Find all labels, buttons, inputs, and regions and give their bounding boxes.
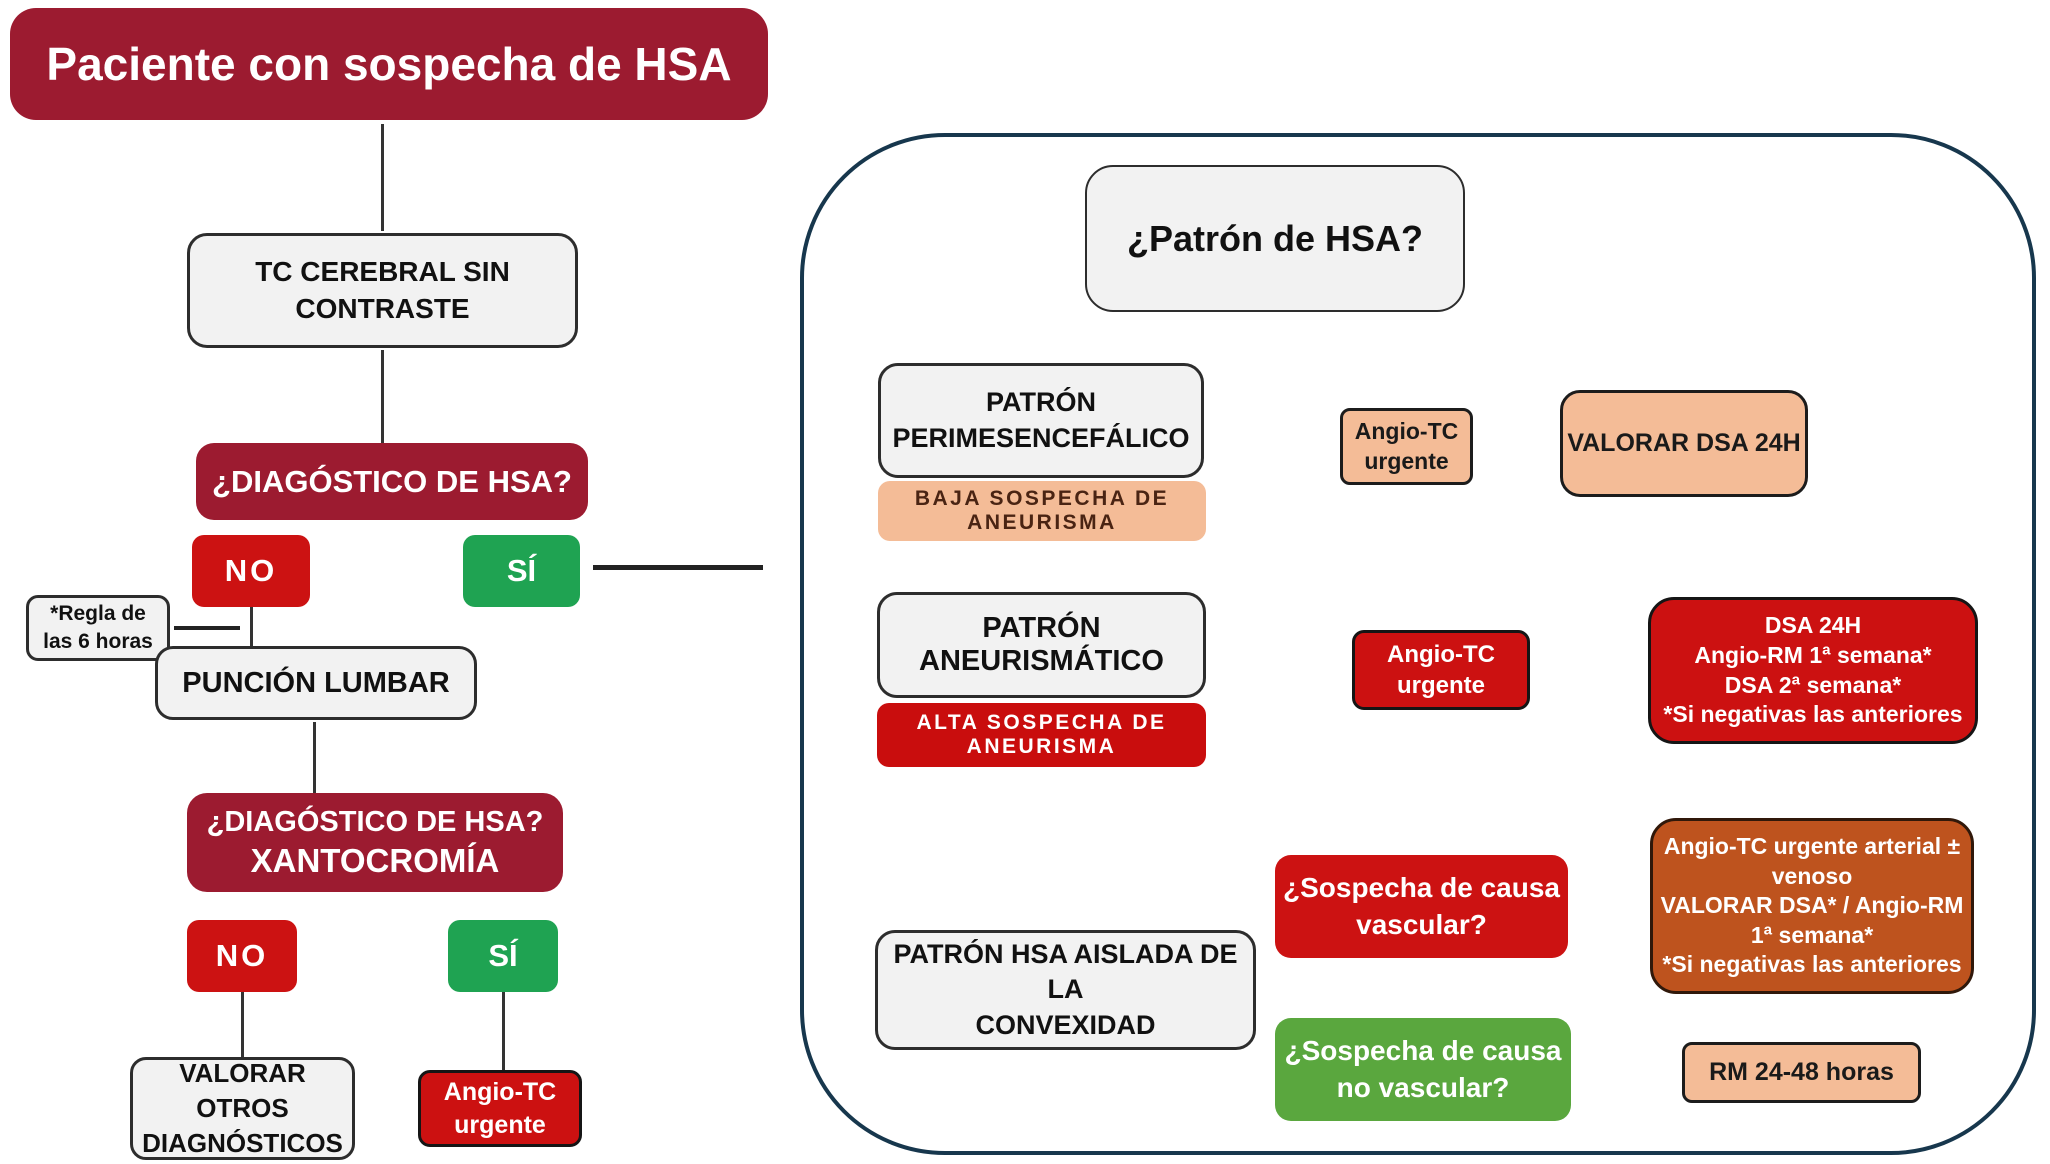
connector-tc-diagnostico bbox=[381, 350, 384, 443]
rm-24-48-text: RM 24-48 horas bbox=[1709, 1058, 1894, 1086]
angio-tc-urgente-left-box: Angio-TC urgente bbox=[418, 1070, 582, 1147]
perimesencefalico-line1: PATRÓN bbox=[986, 387, 1096, 418]
tc-cerebral-line2: CONTRASTE bbox=[295, 292, 470, 324]
puncion-lumbar-text: PUNCIÓN LUMBAR bbox=[182, 666, 450, 699]
patron-perimesencefalico-box: PATRÓN PERIMESENCEFÁLICO bbox=[878, 363, 1204, 478]
tc-cerebral-line1: TC CEREBRAL SIN bbox=[255, 256, 510, 288]
orange-line1: Angio-TC urgente arterial ± bbox=[1663, 833, 1961, 860]
xantocromia-line1: ¿DIAGÓSTICO DE HSA? bbox=[206, 805, 544, 838]
perimesencefalico-line2: PERIMESENCEFÁLICO bbox=[892, 422, 1190, 453]
dsa-plan-line2: Angio-RM 1ª semana* bbox=[1694, 641, 1932, 668]
patron-aneurismatico-text: PATRÓN ANEURISMÁTICO bbox=[919, 612, 1164, 677]
title-text: Paciente con sospecha de HSA bbox=[46, 38, 732, 90]
patron-aneurismatico-box: PATRÓN ANEURISMÁTICO bbox=[877, 592, 1206, 698]
connector-puncion-xantocromia bbox=[313, 722, 316, 793]
tc-cerebral-box: TC CEREBRAL SIN CONTRASTE bbox=[187, 233, 578, 348]
si-branch-2-text: SÍ bbox=[488, 938, 518, 973]
angio-tc-urgente-red-box: Angio-TC urgente bbox=[1352, 630, 1530, 710]
no-branch-1-text: NO bbox=[224, 553, 278, 588]
no-vascular-line2: no vascular? bbox=[1336, 1071, 1510, 1103]
baja-sospecha-text: BAJA SOSPECHA DE ANEURISMA bbox=[914, 487, 1170, 534]
no-vascular-line1: ¿Sospecha de causa bbox=[1284, 1035, 1562, 1067]
regla-line2: las 6 horas bbox=[43, 630, 153, 653]
diagnostico-hsa-text: ¿DIAGÓSTICO DE HSA? bbox=[212, 463, 572, 499]
dsa-plan-line1: DSA 24H bbox=[1764, 611, 1862, 638]
valorar-otros-box: VALORAR OTROS DIAGNÓSTICOS bbox=[130, 1057, 355, 1160]
regla-6-horas-note: *Regla de las 6 horas bbox=[26, 595, 170, 661]
valorar-dsa-24h-box: VALORAR DSA 24H bbox=[1560, 390, 1808, 497]
angio-tc-left-line1: Angio-TC bbox=[443, 1078, 557, 1106]
patron-hsa-title-box: ¿Patrón de HSA? bbox=[1085, 165, 1465, 312]
dsa-24h-plan-box: DSA 24H Angio-RM 1ª semana* DSA 2ª seman… bbox=[1648, 597, 1978, 744]
angio-tc-urgente-peach-box: Angio-TC urgente bbox=[1340, 408, 1473, 485]
valorar-dsa-24h-text: VALORAR DSA 24H bbox=[1567, 429, 1801, 457]
angio-red-line1: Angio-TC bbox=[1387, 640, 1495, 668]
connector-title-tc bbox=[381, 124, 384, 231]
convexidad-line1: PATRÓN HSA AISLADA DE LA bbox=[893, 939, 1238, 1005]
angio-peach-line2: urgente bbox=[1364, 447, 1449, 474]
si-branch-1: SÍ bbox=[463, 535, 580, 607]
patron-hsa-title-text: ¿Patrón de HSA? bbox=[1126, 217, 1423, 259]
si-branch-1-text: SÍ bbox=[506, 553, 537, 588]
puncion-lumbar-box: PUNCIÓN LUMBAR bbox=[155, 646, 477, 720]
orange-line5: *Si negativas las anteriores bbox=[1662, 951, 1962, 978]
alta-sospecha-badge: ALTA SOSPECHA DE ANEURISMA bbox=[877, 703, 1206, 767]
orange-line4: 1ª semana* bbox=[1750, 921, 1874, 948]
no-branch-1: NO bbox=[192, 535, 310, 607]
angio-peach-line1: Angio-TC bbox=[1354, 417, 1459, 444]
regla-line1: *Regla de bbox=[50, 601, 146, 625]
vascular-line2: vascular? bbox=[1356, 908, 1487, 940]
vascular-line1: ¿Sospecha de causa bbox=[1282, 872, 1560, 904]
connector-regla-no bbox=[174, 626, 240, 630]
angio-tc-left-line2: urgente bbox=[454, 1110, 546, 1139]
no-branch-2-text: NO bbox=[215, 938, 269, 973]
si-branch-2: SÍ bbox=[448, 920, 558, 992]
angio-tc-arterial-venoso-box: Angio-TC urgente arterial ± venoso VALOR… bbox=[1650, 818, 1974, 994]
sospecha-no-vascular-box: ¿Sospecha de causa no vascular? bbox=[1275, 1018, 1571, 1121]
baja-sospecha-badge: BAJA SOSPECHA DE ANEURISMA bbox=[878, 481, 1206, 541]
dsa-plan-line3: DSA 2ª semana* bbox=[1724, 671, 1902, 698]
diagnostico-hsa-box: ¿DIAGÓSTICO DE HSA? bbox=[196, 443, 588, 520]
dsa-plan-line4: *Si negativas las anteriores bbox=[1663, 701, 1963, 728]
connector-si-panel bbox=[593, 565, 763, 570]
sospecha-vascular-box: ¿Sospecha de causa vascular? bbox=[1275, 855, 1568, 958]
rm-24-48-horas-box: RM 24-48 horas bbox=[1682, 1042, 1921, 1103]
xantocromia-line2: XANTOCROMÍA bbox=[250, 842, 500, 879]
valorar-otros-line2: DIAGNÓSTICOS bbox=[142, 1128, 343, 1159]
patron-convexidad-box: PATRÓN HSA AISLADA DE LA CONVEXIDAD bbox=[875, 930, 1256, 1050]
connector-si2-angiotc bbox=[502, 992, 505, 1070]
alta-sospecha-text: ALTA SOSPECHA DE ANEURISMA bbox=[916, 711, 1167, 758]
diagnostico-xantocromia-box: ¿DIAGÓSTICO DE HSA? XANTOCROMÍA bbox=[187, 793, 563, 892]
connector-no-puncion bbox=[250, 607, 253, 647]
no-branch-2: NO bbox=[187, 920, 297, 992]
valorar-otros-line1: VALORAR OTROS bbox=[179, 1057, 306, 1123]
angio-red-line2: urgente bbox=[1396, 672, 1485, 699]
title-banner: Paciente con sospecha de HSA bbox=[10, 8, 768, 120]
orange-line3: VALORAR DSA* / Angio-RM bbox=[1660, 892, 1964, 919]
connector-no2-valorar bbox=[241, 992, 244, 1057]
orange-line2: venoso bbox=[1771, 862, 1853, 889]
convexidad-line2: CONVEXIDAD bbox=[975, 1009, 1156, 1040]
